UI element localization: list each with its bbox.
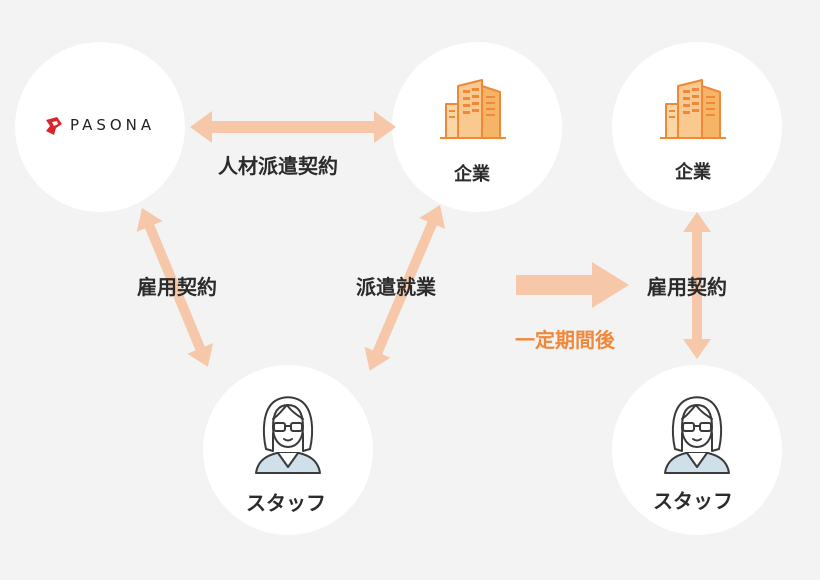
staff-node-right: [612, 365, 782, 535]
contract-double-arrow: [190, 111, 396, 143]
employment-label-left: 雇用契約: [137, 275, 217, 299]
woman-glasses-avatar-icon: [255, 396, 321, 474]
pasona-node: [15, 42, 185, 212]
staff-node-left: [203, 365, 373, 535]
staff-label-left: スタッフ: [246, 491, 326, 515]
pasona-logo-mark-icon: [46, 117, 62, 135]
staff-label-right: スタッフ: [653, 489, 733, 513]
office-building-icon: [440, 79, 506, 139]
dispatch-double-arrow: [364, 205, 446, 371]
woman-glasses-avatar-icon: [664, 396, 730, 474]
transition-label: 一定期間後: [515, 328, 615, 352]
transition-arrow: [516, 262, 629, 308]
dispatch-label: 派遣就業: [356, 275, 436, 299]
contract-label: 人材派遣契約: [218, 154, 338, 178]
office-building-icon: [660, 79, 726, 139]
pasona-logo-text: PASONA: [70, 116, 156, 134]
employment-double-arrow-right: [683, 212, 711, 359]
employment-double-arrow-left: [136, 208, 214, 367]
company-label-left: 企業: [454, 164, 490, 185]
company-label-right: 企業: [675, 162, 711, 183]
employment-label-right: 雇用契約: [647, 275, 727, 299]
